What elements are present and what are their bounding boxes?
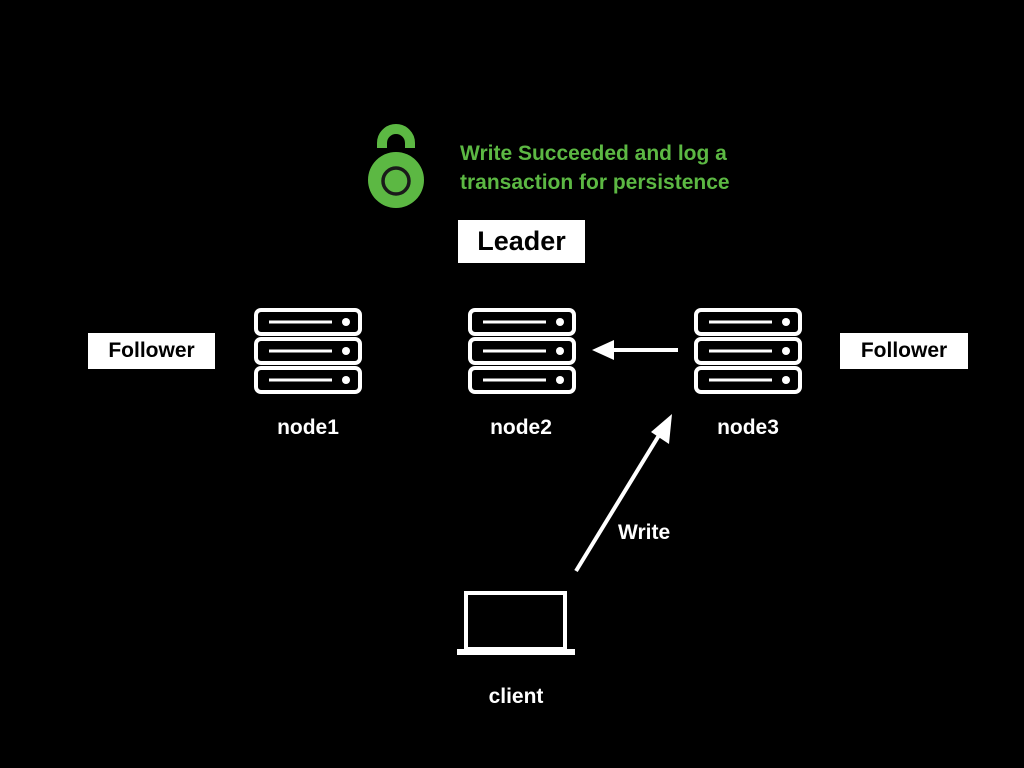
status-message: Write Succeeded and log a transaction fo… [460,139,800,197]
follower-label-right: Follower [840,333,968,369]
server-icon-node3 [696,310,800,392]
status-line-2: transaction for persistence [460,171,730,194]
server-icon-node1 [256,310,360,392]
status-line-1: Write Succeeded and log a [460,142,727,165]
leader-label: Leader [458,220,585,263]
arrow-client-to-node3 [574,414,672,573]
server-icon-node2 [470,310,574,392]
node1-label: node1 [277,416,339,439]
node3-label: node3 [717,416,779,439]
client-label: client [488,685,544,708]
laptop-icon [457,591,575,655]
arrow-node3-to-node2 [592,340,678,360]
write-label: Write [618,521,671,544]
node2-label: node2 [490,416,552,439]
follower-label-left: Follower [88,333,215,369]
